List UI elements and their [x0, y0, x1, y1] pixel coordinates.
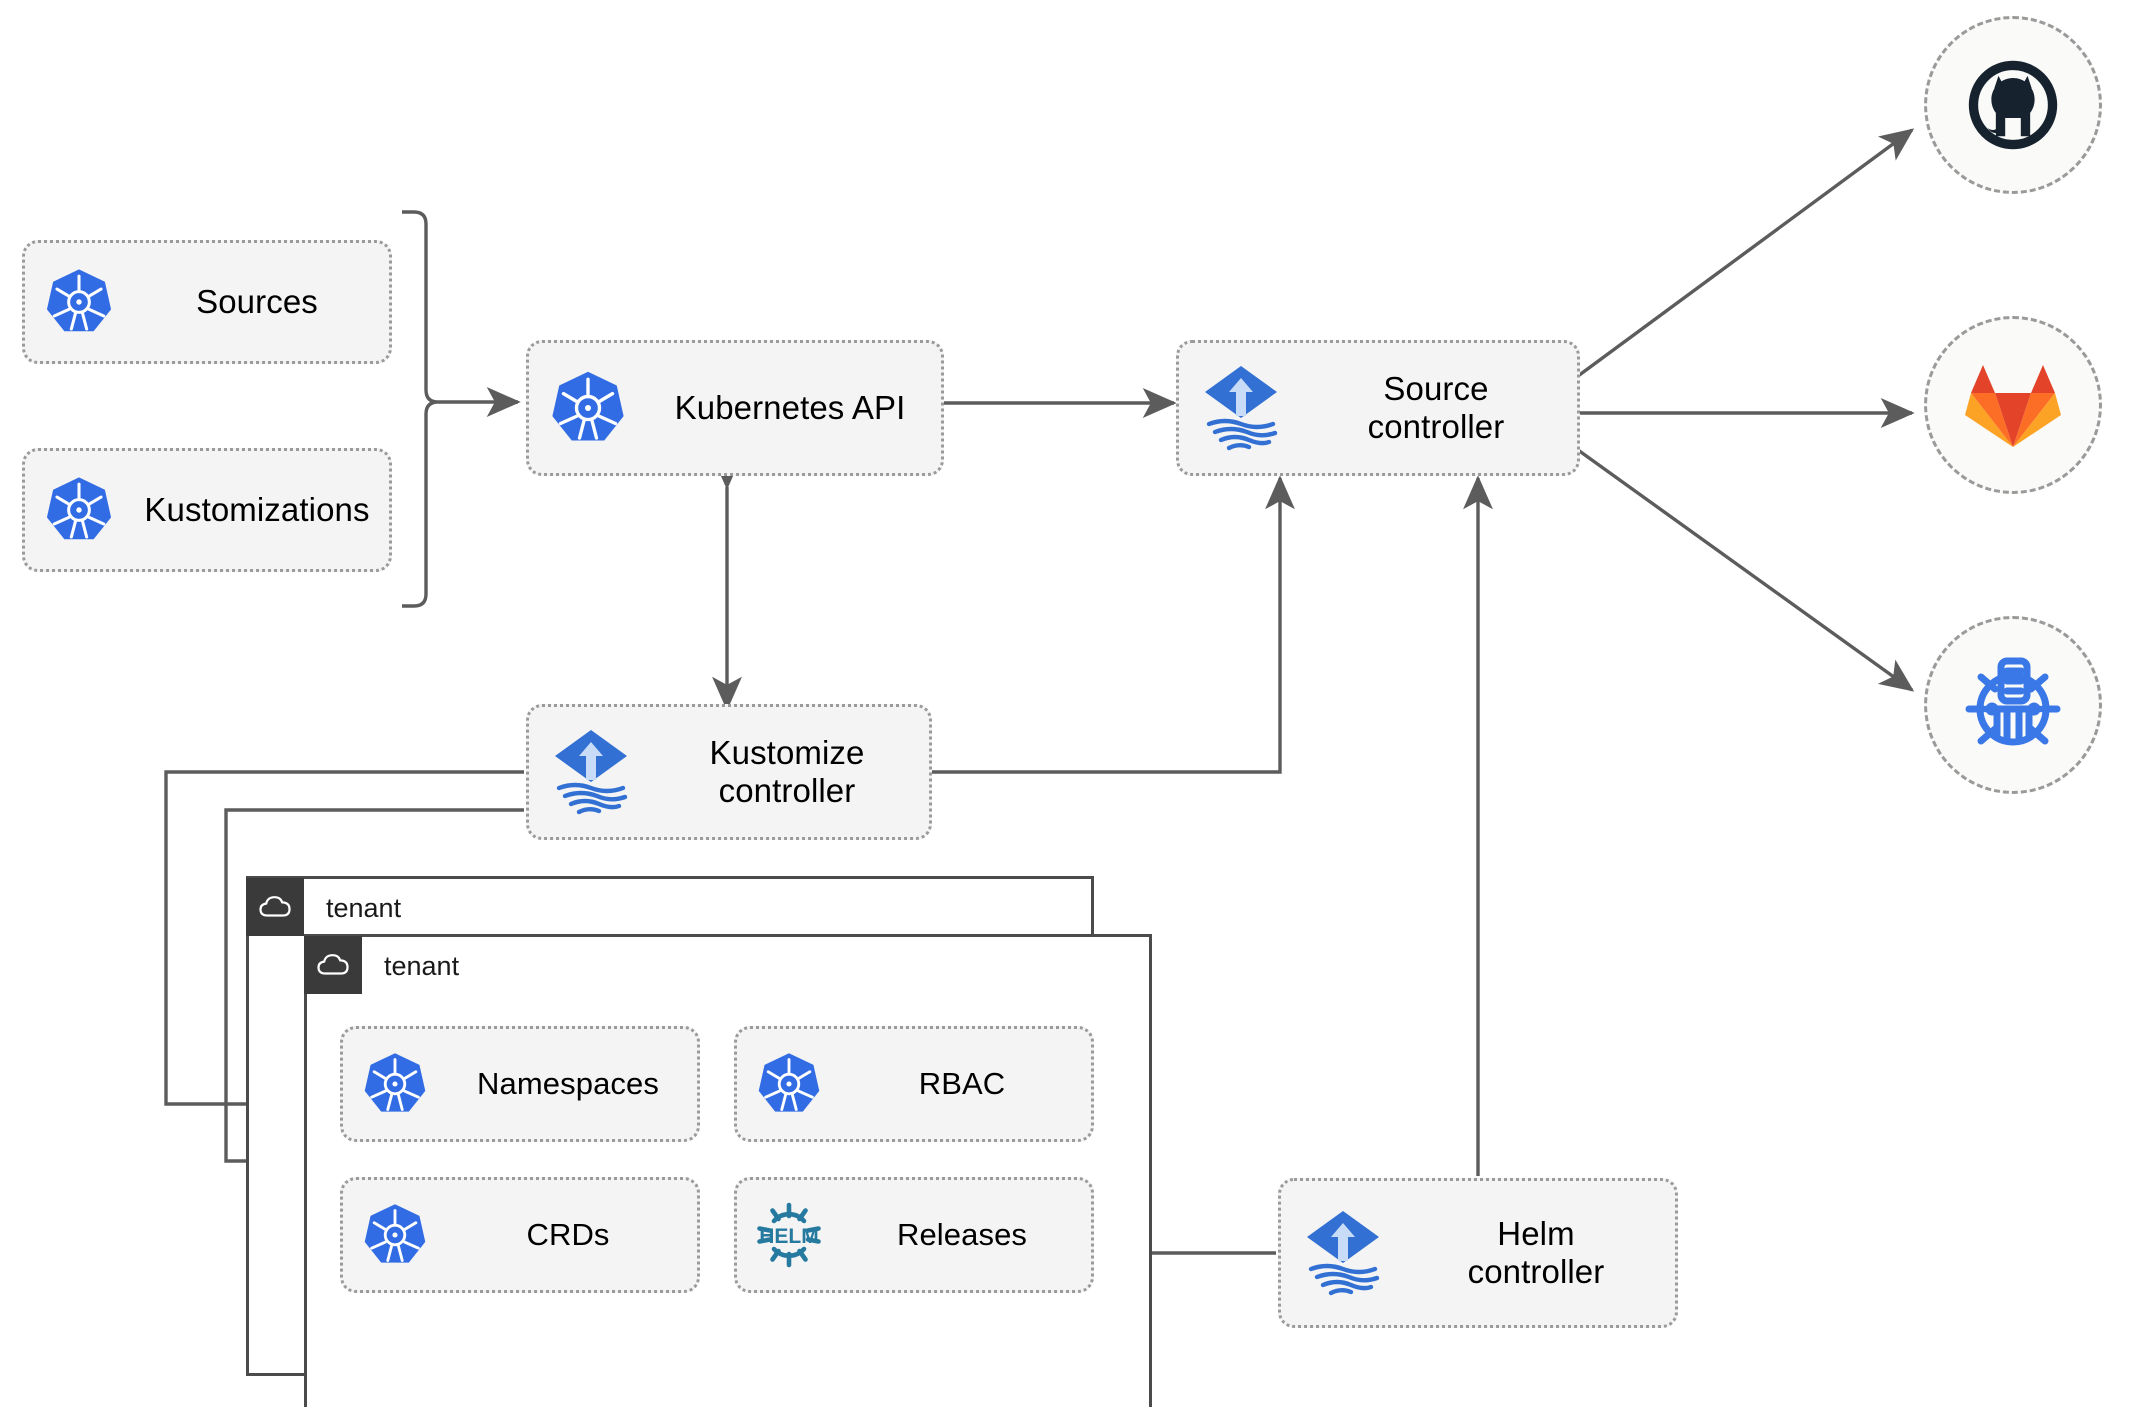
cloud-icon — [304, 935, 362, 994]
edge-source-to-helmrepo — [1577, 448, 1915, 692]
node-kustomizations[interactable]: Kustomizations — [22, 448, 392, 572]
resource-label: Namespaces — [477, 1066, 659, 1102]
edge-kustomize-to-source — [932, 475, 1295, 774]
kubernetes-icon — [529, 368, 647, 448]
svg-text:HELM: HELM — [759, 1225, 819, 1248]
node-label: Source controller — [1367, 369, 1505, 445]
tenant-back-titlebar: tenant — [246, 877, 402, 937]
kubernetes-icon — [25, 474, 133, 546]
tenant-resource-releases[interactable]: HELM Releases — [734, 1177, 1094, 1293]
kubernetes-icon — [343, 1050, 447, 1118]
node-kubernetes-api[interactable]: Kubernetes API — [526, 340, 944, 476]
cloud-icon — [246, 877, 304, 936]
helm-icon: HELM — [737, 1199, 841, 1271]
tenant-window-front[interactable]: tenant — [304, 934, 1152, 1407]
flux-icon — [529, 726, 653, 818]
tenant-resource-rbac[interactable]: RBAC — [734, 1026, 1094, 1142]
repo-github[interactable] — [1924, 16, 2102, 194]
tenant-resource-namespaces[interactable]: Namespaces — [340, 1026, 700, 1142]
resource-label: Releases — [896, 1217, 1028, 1253]
node-kustomize-controller[interactable]: Kustomize controller — [526, 704, 932, 840]
gitlab-icon — [1965, 365, 2061, 447]
tenant-back-label: tenant — [326, 892, 402, 923]
helm-repository-icon — [1965, 657, 2061, 746]
node-sources[interactable]: Sources — [22, 240, 392, 364]
node-label: Kustomize controller — [709, 733, 865, 809]
node-label: Kubernetes API — [674, 388, 906, 426]
node-helm-controller[interactable]: Helm controller — [1278, 1178, 1678, 1328]
tenant-resource-crds[interactable]: CRDs — [340, 1177, 700, 1293]
node-label: Kustomizations — [144, 490, 370, 528]
repo-gitlab[interactable] — [1924, 316, 2102, 494]
flux-icon — [1281, 1207, 1405, 1299]
tenant-front-label: tenant — [384, 950, 460, 981]
kubernetes-icon — [737, 1050, 841, 1118]
node-label: Helm controller — [1467, 1214, 1605, 1290]
resource-label: CRDs — [526, 1217, 610, 1253]
node-source-controller[interactable]: Source controller — [1176, 340, 1580, 476]
flux-icon — [1179, 362, 1303, 454]
node-label: Sources — [196, 282, 318, 320]
kubernetes-icon — [343, 1201, 447, 1269]
tenant-front-titlebar: tenant — [304, 935, 460, 995]
github-icon — [1968, 60, 2058, 150]
resource-label: RBAC — [918, 1066, 1006, 1102]
edge-source-to-github — [1576, 128, 1915, 378]
repo-helm-charts[interactable] — [1924, 616, 2102, 794]
input-group-bracket — [402, 210, 439, 608]
kubernetes-icon — [25, 266, 133, 338]
